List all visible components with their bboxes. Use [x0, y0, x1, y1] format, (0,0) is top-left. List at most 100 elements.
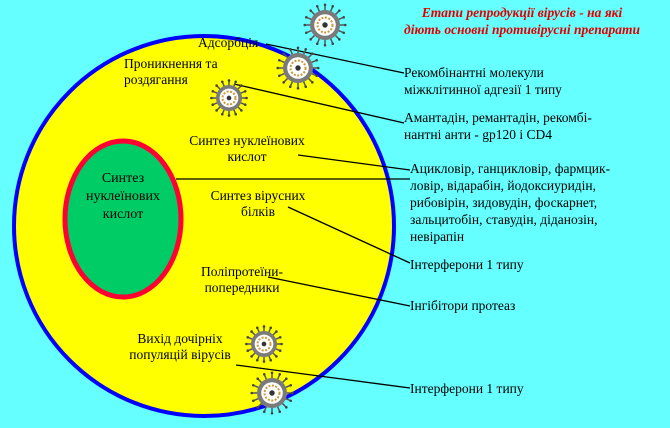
virus-spike-tip: [210, 96, 213, 100]
virus-genome: [221, 90, 237, 106]
diagram-title: Етапи репродукції вірусів - на які діють…: [376, 4, 668, 38]
virus-spike: [268, 328, 272, 333]
virus-genome: [289, 59, 307, 77]
line-nucleic-synthesis: [297, 154, 411, 171]
virus-spike-tip: [262, 410, 266, 414]
virus-spike-tip: [289, 399, 293, 403]
virus-spike-tip: [277, 58, 281, 62]
stage-exit-line: Вихід дочірніх: [137, 331, 223, 346]
stage-adsorption: Адсорбція: [198, 35, 259, 50]
virus-spike: [306, 29, 313, 34]
virus-spike-tip: [290, 391, 294, 395]
virus-spike: [284, 384, 291, 389]
virus-spike-tip: [262, 372, 266, 376]
virus-spike: [329, 37, 334, 44]
virus-spike: [253, 397, 260, 402]
drug-interferons-1: Інтерферони 1 типу: [410, 257, 524, 272]
virus-spike: [334, 10, 340, 16]
virus-genome: [256, 336, 272, 352]
virus-spike: [276, 374, 281, 381]
virus-spike: [307, 53, 313, 59]
stage-nucleic-line: Синтез нуклеїнових: [189, 133, 305, 148]
virus-spike-tip: [240, 109, 243, 112]
drug-adhesion-line: Рекомбінантні молекули: [404, 65, 544, 80]
virus-spike: [281, 378, 287, 384]
virus-spike-tip: [342, 15, 346, 19]
virus-spike: [263, 405, 268, 412]
virus-spike: [248, 336, 253, 340]
virus-spike-tip: [255, 326, 259, 330]
drug-amantadine-line: нантні анти - gp120 і CD4: [404, 127, 553, 142]
virus-icon-outside-top: [303, 3, 347, 47]
line-protein-synthesis: [287, 206, 411, 264]
nucleus-line: нуклеїнових: [86, 189, 160, 204]
virus-icon-released: [250, 371, 294, 415]
virus-spike-tip: [282, 52, 285, 55]
virus-spike: [289, 49, 294, 56]
nucleus-label: Синтез нуклеїнових кислот: [66, 170, 180, 224]
virus-spike-tip: [311, 81, 314, 84]
virus-spike: [302, 80, 307, 87]
virus-spike-tip: [309, 9, 312, 12]
virus-spike-tip: [278, 349, 282, 353]
virus-spike: [213, 90, 218, 94]
virus-spike: [337, 29, 344, 34]
virus-spike: [276, 405, 281, 412]
virus-spike-tip: [304, 15, 308, 19]
virus-spike: [275, 336, 280, 340]
virus-spike: [306, 16, 313, 21]
stage-penetration-line: Проникнення та: [124, 56, 218, 71]
virus-spike: [256, 328, 260, 333]
virus-spike-tip: [309, 38, 312, 41]
virus-spike-tip: [243, 103, 247, 107]
virus-spike: [248, 348, 253, 352]
drug-nucleoside-line: Ацикловір, ганцикловір, фармцик-: [410, 161, 611, 176]
stage-polyprotein-line: Поліпротеїни-: [201, 264, 283, 279]
virus-spike-tip: [250, 330, 253, 333]
virus-spike: [240, 102, 245, 106]
virus-spike-tip: [234, 112, 238, 116]
virus-spike-tip: [304, 31, 308, 35]
nucleus-line: кислот: [102, 207, 144, 222]
virus-icon-adsorption: [276, 46, 320, 90]
virus-spike-tip: [245, 96, 248, 100]
virus-spike-tip: [323, 43, 327, 47]
virus-spike-tip: [338, 9, 341, 12]
drug-nucleoside-line: невірапін: [410, 229, 465, 244]
virus-spike: [310, 34, 316, 40]
virus-spike: [256, 355, 260, 360]
virus-spike-tip: [246, 349, 250, 353]
virus-spike-tip: [342, 31, 346, 35]
virus-spike-tip: [234, 80, 238, 84]
virus-spike-tip: [251, 399, 255, 403]
nucleus-line: Синтез: [101, 171, 145, 186]
stage-polyprotein: Поліпротеїни- попередники: [190, 264, 294, 296]
virus-spike-tip: [288, 85, 292, 89]
stage-exit-line: популяцій вірусів: [129, 347, 231, 362]
virus-genome: [263, 384, 281, 402]
virus-icon-exit: [245, 325, 283, 363]
virus-spike-tip: [240, 84, 243, 87]
virus-spike-tip: [275, 330, 278, 333]
virus-spike: [283, 53, 289, 59]
virus-spike: [213, 102, 218, 106]
virus-spike: [283, 77, 289, 83]
virus-spike-tip: [215, 109, 218, 112]
virus-spike: [307, 77, 313, 83]
virus-spike-tip: [227, 79, 231, 82]
virus-spike: [221, 109, 225, 114]
virus-spike-tip: [270, 371, 274, 375]
virus-core: [226, 95, 232, 101]
virus-spike: [310, 72, 317, 77]
drug-nucleoside-line: рибовірін, зидовудін, фоскарнет,: [410, 195, 598, 210]
virus-spike-tip: [220, 112, 224, 116]
virus-spike: [316, 6, 321, 13]
virus-spike-tip: [316, 66, 320, 70]
virus-spike: [329, 6, 334, 13]
virus-spike: [216, 85, 221, 90]
virus-spike: [337, 16, 344, 21]
drug-adhesion: Рекомбінантні молекули міжклітинної адге…: [404, 64, 562, 98]
virus-spike: [310, 59, 317, 64]
virus-spike-tip: [296, 86, 300, 90]
drug-nucleoside-analogs: Ацикловір, ганцикловір, фармцик- ловір, …: [410, 160, 610, 245]
